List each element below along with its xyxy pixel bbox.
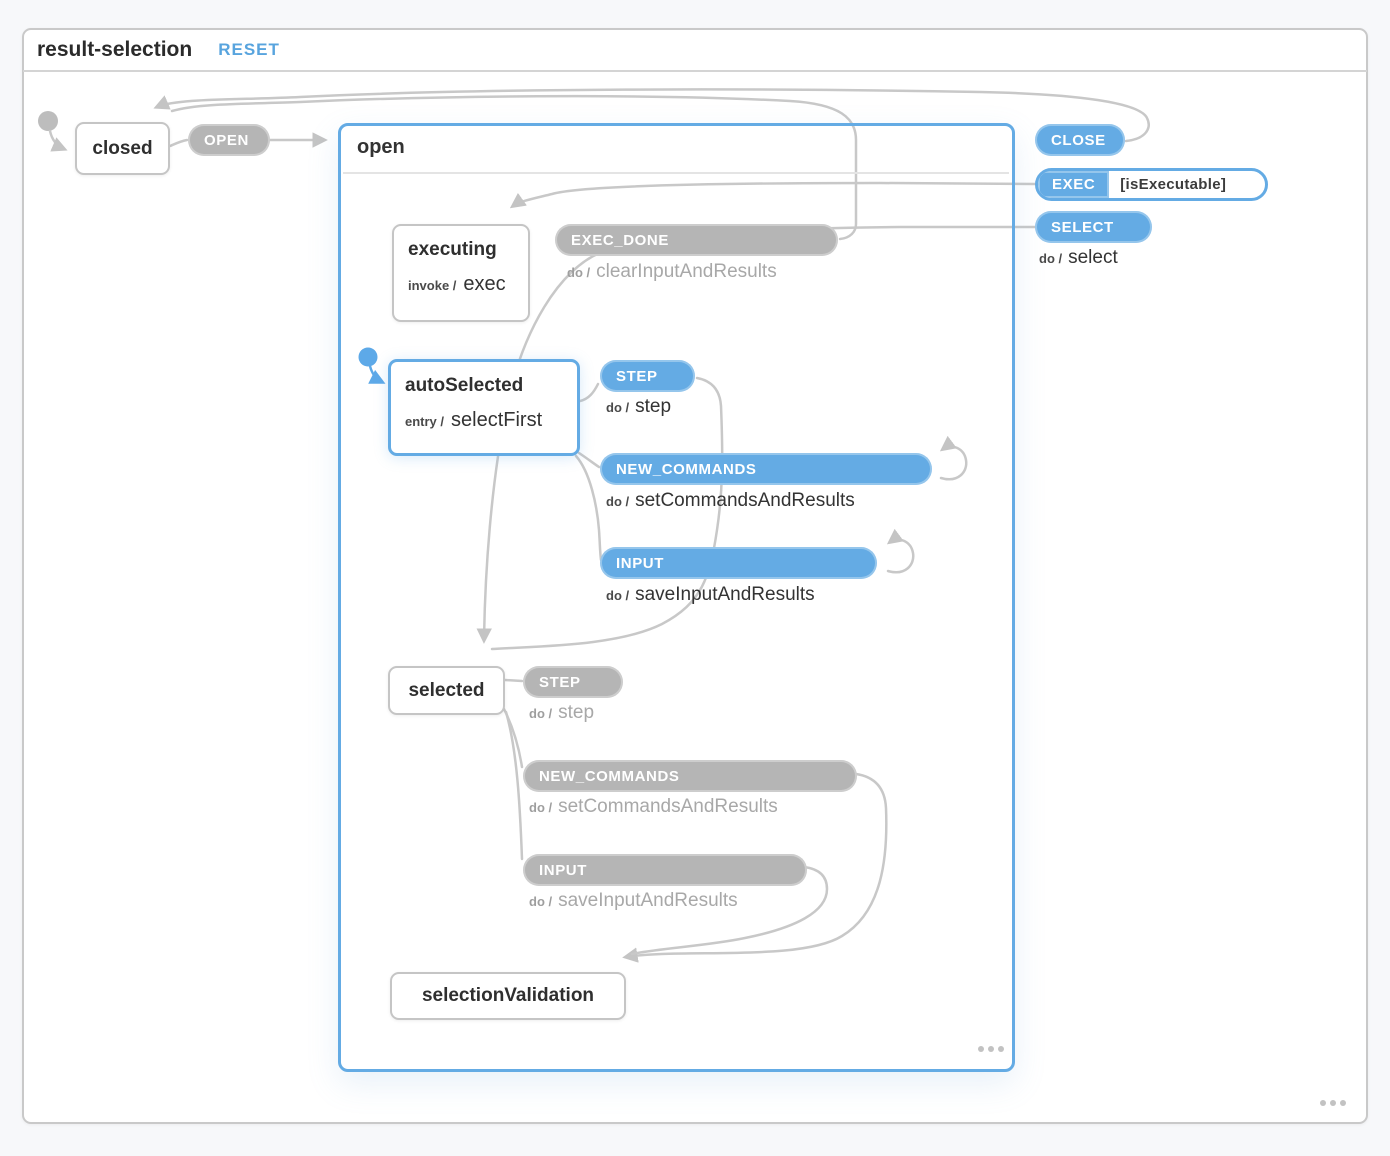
state-closed-label: closed (92, 137, 153, 159)
state-executing: executing invoke / exec (392, 224, 530, 322)
more-options-button-open[interactable] (978, 1046, 1004, 1052)
event-pill-exec-done-label: EXEC_DONE (571, 231, 669, 249)
event-pill-close[interactable]: CLOSE (1035, 124, 1125, 156)
event-pill-select-label: SELECT (1051, 218, 1114, 236)
state-open-header-divider (343, 172, 1009, 174)
event-pill-input-auto-label: INPUT (616, 554, 664, 572)
state-auto-selected-label: autoSelected (405, 375, 524, 396)
state-selected: selected (388, 666, 505, 715)
action-input-selected: do / saveInputAndResults (529, 890, 738, 912)
do-keyword: do / (1039, 251, 1063, 266)
do-keyword: do / (529, 800, 553, 815)
event-pill-close-label: CLOSE (1051, 131, 1106, 149)
event-pill-step-selected-label: STEP (539, 673, 581, 691)
state-executing-label: executing (408, 239, 497, 260)
event-pill-step-selected[interactable]: STEP (523, 666, 623, 698)
machine-title: result-selection (37, 37, 193, 61)
do-keyword: do / (606, 400, 630, 415)
action-exec-done: do / clearInputAndResults (567, 261, 777, 283)
invoke-action: exec (463, 273, 506, 295)
event-pill-new-commands-auto[interactable]: NEW_COMMANDS (600, 453, 932, 485)
event-pill-open-label: OPEN (204, 131, 249, 149)
do-action: setCommandsAndResults (558, 796, 778, 817)
event-pill-input-selected-label: INPUT (539, 861, 587, 879)
state-auto-selected: autoSelected entry / selectFirst (388, 359, 580, 456)
action-new-commands-selected: do / setCommandsAndResults (529, 796, 778, 818)
event-pill-open[interactable]: OPEN (188, 124, 270, 156)
action-step-auto: do / step (606, 396, 671, 418)
header-divider (23, 70, 1367, 72)
state-closed: closed (75, 122, 170, 175)
state-selection-validation-label: selectionValidation (421, 985, 595, 1006)
event-pill-exec-label: EXEC (1038, 171, 1110, 198)
state-selected-label: selected (408, 679, 485, 701)
do-action: clearInputAndResults (596, 261, 777, 282)
event-pill-select[interactable]: SELECT (1035, 211, 1152, 243)
event-pill-exec-done[interactable]: EXEC_DONE (555, 224, 838, 256)
state-executing-activity: invoke / exec (408, 273, 514, 296)
entry-keyword: entry / (405, 414, 445, 429)
action-step-selected: do / step (529, 702, 594, 724)
do-action: select (1068, 247, 1118, 268)
do-keyword: do / (529, 706, 553, 721)
do-keyword: do / (567, 265, 591, 280)
state-open-label: open (357, 136, 405, 158)
guard-is-executable: [isExecutable] (1120, 176, 1227, 193)
entry-action: selectFirst (451, 409, 543, 431)
event-pill-step-auto-label: STEP (616, 367, 658, 385)
do-action: step (558, 702, 595, 723)
do-action: saveInputAndResults (635, 584, 815, 605)
machine-header: result-selection RESET (22, 28, 1368, 71)
action-select: do / select (1039, 247, 1118, 269)
do-keyword: do / (529, 894, 553, 909)
event-pill-input-auto[interactable]: INPUT (600, 547, 877, 579)
do-action: step (635, 396, 672, 417)
state-auto-selected-activity: entry / selectFirst (405, 409, 563, 432)
more-options-button-card[interactable] (1320, 1100, 1346, 1106)
do-keyword: do / (606, 494, 630, 509)
event-pill-exec[interactable]: EXEC [isExecutable] (1035, 168, 1268, 201)
action-input-auto: do / saveInputAndResults (606, 584, 815, 606)
do-keyword: do / (606, 588, 630, 603)
event-pill-step-auto[interactable]: STEP (600, 360, 695, 392)
event-pill-new-commands-selected-label: NEW_COMMANDS (539, 767, 680, 785)
do-action: setCommandsAndResults (635, 490, 855, 511)
action-new-commands-auto: do / setCommandsAndResults (606, 490, 855, 512)
event-pill-new-commands-selected[interactable]: NEW_COMMANDS (523, 760, 857, 792)
reset-button[interactable]: RESET (218, 39, 280, 59)
event-pill-input-selected[interactable]: INPUT (523, 854, 807, 886)
event-pill-new-commands-auto-label: NEW_COMMANDS (616, 460, 757, 478)
state-selection-validation: selectionValidation (390, 972, 626, 1020)
invoke-keyword: invoke / (408, 278, 457, 293)
do-action: saveInputAndResults (558, 890, 738, 911)
